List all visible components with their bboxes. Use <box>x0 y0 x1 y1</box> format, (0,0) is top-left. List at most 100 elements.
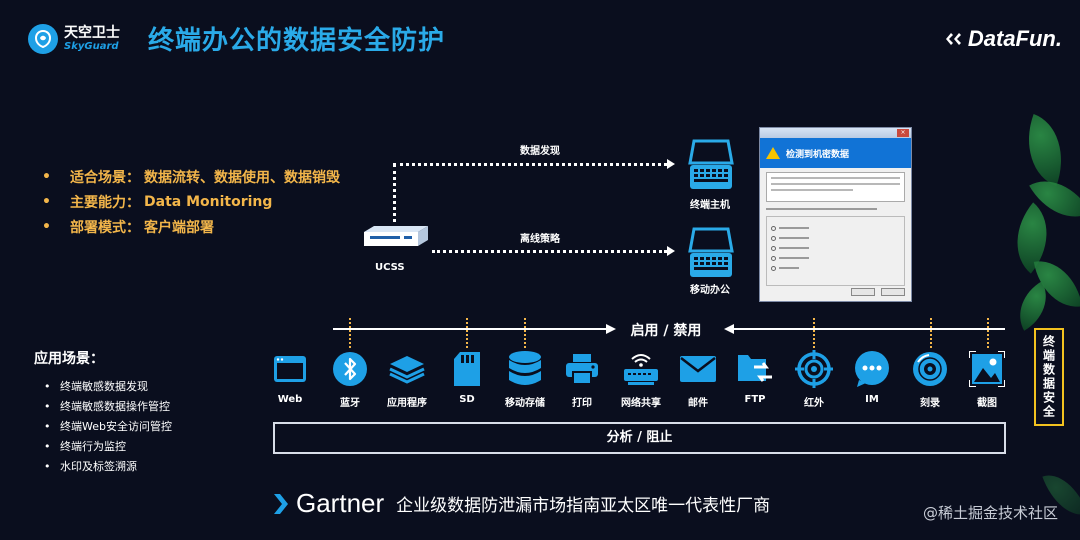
watermark: @稀土掘金技术社区 <box>922 504 1058 522</box>
scenario-text: 终端敏感数据操作管控 <box>60 400 170 413</box>
channel-tick <box>813 318 815 348</box>
laptop-icon <box>688 227 734 277</box>
flow-connector <box>393 164 396 222</box>
channel-label: 邮件 <box>688 398 708 409</box>
bullet-dot: • <box>42 168 51 185</box>
flow-label-offline-policy: 离线策略 <box>520 234 560 245</box>
channel-sd: SD <box>437 350 497 405</box>
enable-disable-label: 启用 / 禁用 <box>630 323 702 339</box>
list-item: •终端敏感数据发现 <box>44 379 148 394</box>
list-item: •终端行为监控 <box>44 439 126 454</box>
skyguard-logo: 天空卫士 SkyGuard <box>28 24 120 54</box>
bullet-deployment: • 部署模式： 客户端部署 <box>42 214 340 239</box>
dialog-radio <box>771 263 900 273</box>
page-title: 终端办公的数据安全防护 <box>148 26 446 56</box>
channel-network-share: 网络共享 <box>611 350 671 409</box>
channel-mail: 邮件 <box>668 350 728 409</box>
channel-screenshot: 截图 <box>957 350 1017 409</box>
dialog-radio <box>771 243 900 253</box>
channel-label: 截图 <box>977 398 997 409</box>
bullet-key: 适合场景： <box>70 169 140 186</box>
channel-label: IM <box>865 394 879 405</box>
flow-label-discovery: 数据发现 <box>520 146 560 157</box>
channel-label: 红外 <box>804 398 824 409</box>
bullet-capability: • 主要能力： Data Monitoring <box>42 189 340 214</box>
dialog-option-group <box>766 216 905 286</box>
channel-tick <box>466 318 468 348</box>
dialog-header: 检测到机密数据 <box>760 138 911 168</box>
capability-list: • 适合场景： 数据流转、数据使用、数据销毁 • 主要能力： Data Moni… <box>42 164 340 239</box>
bullet-dot: • <box>42 218 51 235</box>
channel-removable-storage: 移动存储 <box>495 350 555 409</box>
channel-disc-burn: 刻录 <box>900 350 960 409</box>
warning-icon <box>766 147 780 159</box>
chevron-right-icon <box>274 493 288 514</box>
infrared-target-icon <box>795 350 833 388</box>
dialog-title: 检测到机密数据 <box>786 149 850 160</box>
list-item: •终端Web安全访问管控 <box>44 419 172 434</box>
ftp-transfer-icon <box>736 350 774 388</box>
logo-name-cn: 天空卫士 <box>64 25 120 41</box>
gartner-statement: Gartner 企业级数据防泄漏市场指南亚太区唯一代表性厂商 <box>274 488 770 519</box>
laptop-icon <box>688 139 734 189</box>
channel-label: 移动存储 <box>505 398 545 409</box>
disc-burn-icon <box>911 350 949 388</box>
network-share-icon <box>622 350 660 388</box>
sd-card-icon <box>448 350 486 388</box>
device-label-host: 终端主机 <box>690 200 730 211</box>
channel-label: Web <box>277 394 303 405</box>
channel-label: 网络共享 <box>621 398 661 409</box>
printer-icon <box>563 350 601 388</box>
bullet-value: 数据流转、数据使用、数据销毁 <box>144 169 340 186</box>
channel-print: 打印 <box>552 350 612 409</box>
shield-logo-icon <box>28 24 58 54</box>
channel-application: 应用程序 <box>377 350 437 409</box>
endpoint-data-security-tag: 终端数据安全 <box>1034 328 1064 426</box>
database-icon <box>506 350 544 388</box>
analysis-block-bar: 分析 / 阻止 <box>273 422 1006 454</box>
gartner-word: Gartner <box>296 488 385 518</box>
bullet-value: Data Monitoring <box>144 193 273 210</box>
dialog-radio <box>771 253 900 263</box>
dialog-message-box <box>766 172 905 202</box>
scenario-text: 终端敏感数据发现 <box>60 380 148 393</box>
list-item: •水印及标签溯源 <box>44 459 137 474</box>
bullet-value: 客户端部署 <box>144 219 214 236</box>
flow-connector <box>393 163 667 166</box>
channel-web: Web <box>260 350 320 405</box>
leaf-decoration <box>1013 113 1077 187</box>
dialog-ok-button <box>851 288 875 296</box>
channel-tick <box>930 318 932 348</box>
gartner-text: 企业级数据防泄漏市场指南亚太区唯一代表性厂商 <box>396 496 771 516</box>
scenario-text: 终端行为监控 <box>60 440 126 453</box>
brand-name: DataFun. <box>967 26 1062 51</box>
alert-dialog-screenshot: × 检测到机密数据 <box>759 127 912 302</box>
scenarios-title: 应用场景： <box>34 351 104 367</box>
bullet-key: 主要能力： <box>70 194 140 211</box>
side-tag-label: 终端数据安全 <box>1041 335 1056 419</box>
ucss-label: UCSS <box>375 262 405 273</box>
channel-label: FTP <box>744 394 766 405</box>
channel-label: 刻录 <box>920 398 940 409</box>
channel-icon-row: Web 蓝牙 应用程序 SD 移动存储 <box>270 350 1020 410</box>
flow-connector <box>432 250 667 253</box>
flow-arrow-icon <box>667 246 675 256</box>
chat-bubble-icon <box>853 350 891 388</box>
channel-tick <box>987 318 989 348</box>
channel-tick <box>349 318 351 348</box>
datafun-logo: DataFun. <box>944 26 1062 52</box>
bullet-scenario: • 适合场景： 数据流转、数据使用、数据销毁 <box>42 164 340 189</box>
close-icon: × <box>897 129 909 137</box>
channel-tick <box>524 318 526 348</box>
stacked-layers-icon <box>388 350 426 388</box>
dialog-titlebar: × <box>760 128 911 138</box>
leaf-decoration <box>997 202 1067 274</box>
server-appliance-icon <box>364 226 428 246</box>
arrow-left-icon <box>724 324 734 334</box>
dialog-radio <box>771 233 900 243</box>
dialog-cancel-button <box>881 288 905 296</box>
arrow-right-icon <box>606 324 616 334</box>
enable-line-right <box>733 328 1005 330</box>
screenshot-icon <box>968 350 1006 388</box>
bullet-key: 部署模式： <box>70 219 140 236</box>
